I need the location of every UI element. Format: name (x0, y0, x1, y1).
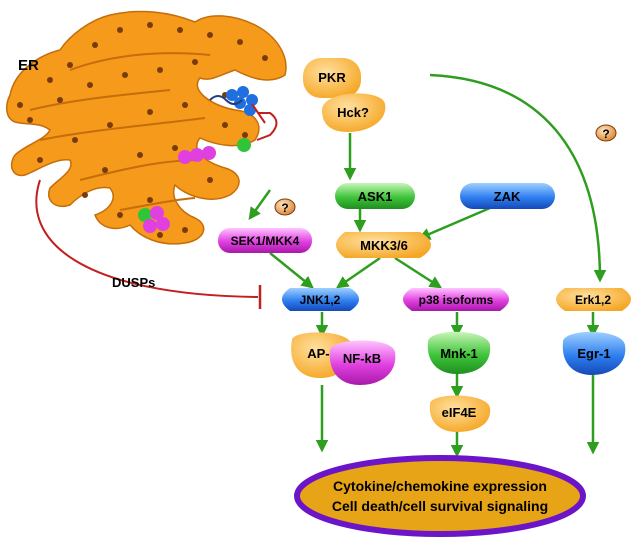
node-p38-shape (403, 288, 509, 311)
node-mnk1-shape (427, 331, 491, 374)
node-hck-shape (322, 93, 386, 132)
node-nfkb: NF-kB (329, 340, 396, 385)
node-eif4e: eIF4E (429, 395, 491, 432)
node-sek1-mkk4-label: SEK1/MKK4 (231, 234, 300, 248)
output-line-1: Cytokine/chemokine expression (333, 478, 547, 494)
output-line-2: Cell death/cell survival signaling (332, 498, 548, 514)
node-erk: Erk1,2 (556, 288, 631, 311)
question-icon-label-erk: ? (602, 127, 609, 141)
question-icon-label-sek1: ? (281, 201, 288, 215)
node-zak: ZAK (460, 183, 555, 209)
er-organelle (5, 10, 287, 245)
node-egr1: Egr-1 (562, 331, 626, 375)
arrow-mkk-jnk (335, 256, 381, 289)
question-icon: ? (595, 124, 617, 142)
er-ribosome-dots (17, 22, 268, 238)
node-p38-label: p38 isoforms (419, 293, 494, 307)
arrow-er-sek1 (248, 189, 272, 221)
output-ellipse-shape (294, 455, 586, 537)
dusps-inhibition-curve (35, 179, 259, 298)
node-p38: p38 isoforms (403, 288, 509, 311)
er-protein-bottom-cluster (138, 206, 170, 233)
node-hck: Hck? (322, 93, 386, 132)
node-ask1-label: ASK1 (358, 189, 393, 204)
node-mnk1: Mnk-1 (427, 331, 491, 374)
node-ask1-shape (335, 183, 415, 209)
output-ellipse: Cytokine/chemokine expression Cell death… (294, 455, 586, 537)
er-protein-blue-cluster (209, 86, 258, 116)
dusps-label: DUSPs (112, 275, 155, 290)
arrows (248, 73, 607, 458)
node-nfkb-shape (329, 340, 396, 385)
inhibition-bracket-er (256, 112, 278, 141)
node-sek1-mkk4: SEK1/MKK4 (218, 228, 312, 253)
node-ask1: ASK1 (335, 183, 415, 209)
node-zak-label: ZAK (494, 189, 521, 204)
arrow-zak-mkk (417, 206, 491, 240)
node-pkr-label: PKR (318, 70, 346, 85)
node-nfkb-label: NF-kB (343, 351, 381, 366)
node-mnk1-label: Mnk-1 (440, 346, 478, 361)
arrow-sek1-jnk (269, 252, 314, 289)
question-icon: ? (274, 198, 296, 216)
er-label: ER (18, 57, 39, 74)
node-sek1-mkk4-shape (218, 228, 312, 253)
node-egr1-shape (562, 331, 626, 375)
node-eif4e-shape (429, 395, 491, 432)
arrow-mkk-p38 (394, 256, 443, 289)
node-jnk: JNK1,2 (282, 288, 359, 311)
node-mkk3-6-label: MKK3/6 (360, 238, 408, 253)
arrow-pkr-erk (429, 73, 607, 283)
node-jnk-shape (282, 288, 359, 311)
node-mkk3-6-shape (336, 232, 431, 258)
node-pkr-shape (303, 58, 361, 98)
node-hck-label: Hck? (337, 105, 369, 120)
node-mkk3-6: MKK3/6 (336, 232, 431, 258)
inhibition-bracket-er-bar (251, 103, 266, 124)
node-jnk-label: JNK1,2 (300, 293, 341, 307)
er-shape (5, 10, 287, 245)
node-zak-shape (460, 183, 555, 209)
node-ap1-label: AP-1 (307, 346, 337, 361)
er-fold-line (29, 52, 211, 211)
node-egr1-label: Egr-1 (577, 346, 610, 361)
er-protein-magenta-cluster (178, 138, 251, 164)
node-pkr: PKR (303, 58, 361, 98)
node-eif4e-label: eIF4E (442, 405, 477, 420)
node-erk-shape (556, 288, 631, 311)
node-erk-label: Erk1,2 (575, 293, 611, 307)
